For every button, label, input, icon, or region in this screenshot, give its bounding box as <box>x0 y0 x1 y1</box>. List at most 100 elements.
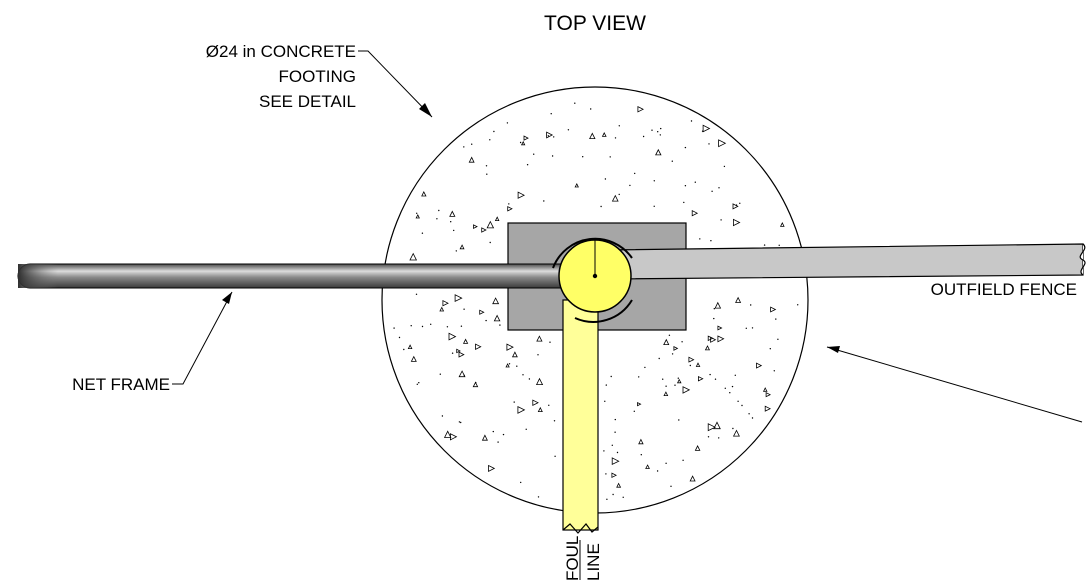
stipple-dot <box>763 244 766 246</box>
stipple-mark <box>468 156 475 163</box>
stipple-dot <box>671 353 674 355</box>
stipple-mark <box>733 218 741 227</box>
stipple-mark <box>486 220 495 229</box>
stipple-dot <box>421 232 424 234</box>
footing-label-line3: SEE DETAIL <box>259 92 356 111</box>
stipple-mark <box>421 191 427 197</box>
stipple-dot <box>485 319 487 322</box>
stipple-mark <box>481 434 488 441</box>
stipple-dot <box>489 139 491 141</box>
stipple-dot <box>553 136 555 138</box>
stipple-dot <box>674 384 676 386</box>
stipple-dot <box>683 201 685 204</box>
stipple-mark <box>732 429 740 437</box>
stipple-dot <box>684 146 687 149</box>
stipple-dot <box>651 129 653 131</box>
stipple-mark <box>448 332 457 341</box>
stipple-dot <box>731 385 734 388</box>
stipple-dot <box>723 165 726 168</box>
stipple-dot <box>797 304 799 306</box>
stipple-dot <box>547 135 549 137</box>
stipple-mark <box>616 482 622 488</box>
stipple-dot <box>670 485 672 487</box>
stipple-mark <box>506 343 514 351</box>
stipple-dot <box>403 348 405 351</box>
stipple-dot <box>665 385 667 387</box>
stipple-dot <box>694 181 696 183</box>
stipple-mark <box>458 351 465 358</box>
stipple-mark <box>520 140 526 146</box>
stipple-dot <box>737 400 739 402</box>
stipple-dot <box>475 381 477 384</box>
stipple-mark <box>449 433 458 441</box>
stipple-mark <box>532 399 539 406</box>
stipple-dot <box>528 378 531 380</box>
stipple-dot <box>612 493 614 496</box>
stipple-dot <box>453 229 455 232</box>
stipple-mark <box>505 363 510 368</box>
net-frame-leader <box>172 291 233 385</box>
stipple-mark <box>718 139 727 148</box>
stipple-mark <box>704 345 711 351</box>
stipple-mark <box>663 391 669 397</box>
stipple-mark <box>710 336 717 343</box>
stipple-dot <box>682 459 684 461</box>
stipple-dot <box>708 143 710 145</box>
stipple-mark <box>535 377 544 386</box>
stipple-dot <box>629 184 631 187</box>
weld-bead <box>552 237 633 323</box>
stipple-dot <box>489 241 491 244</box>
stipple-dot <box>508 203 510 205</box>
stipple-mark <box>707 423 717 432</box>
stipple-mark <box>488 464 496 472</box>
stipple-dot <box>604 400 606 402</box>
stipple-dot <box>709 373 711 376</box>
stipple-dot <box>658 357 660 360</box>
stipple-dot <box>714 378 717 380</box>
stipple-dot <box>660 127 662 130</box>
stipple-mark <box>459 244 465 250</box>
stipple-dot <box>590 108 592 110</box>
stipple-dot <box>618 125 620 127</box>
view-title: TOP VIEW <box>544 12 646 35</box>
footing-leader <box>358 50 433 118</box>
stipple-dot <box>463 146 465 148</box>
stipple-dot <box>777 338 779 340</box>
stipple-dot <box>614 137 617 139</box>
stipple-mark <box>523 135 529 141</box>
stipple-dot <box>554 455 556 457</box>
stipple-dot <box>677 377 679 379</box>
stipple-dot <box>609 156 611 158</box>
stipple-dot <box>455 250 457 252</box>
stipple-dot <box>520 481 522 484</box>
stipple-dot <box>430 323 432 325</box>
stipple-mark <box>732 203 739 210</box>
outfield-fence-label: OUTFIELD FENCE <box>931 280 1077 299</box>
stipple-dot <box>711 190 713 192</box>
stipple-dot <box>773 370 775 372</box>
footing-label-line2: FOOTING <box>279 67 356 86</box>
stipple-mark <box>611 457 620 466</box>
stipple-dot <box>741 404 743 407</box>
stipple-mark <box>494 216 500 222</box>
stipple-mark <box>507 206 513 212</box>
stipple-dot <box>751 417 754 419</box>
stipple-mark <box>637 401 642 407</box>
stipple-mark <box>770 306 777 313</box>
stipple-mark <box>717 325 723 331</box>
stipple-mark <box>517 405 526 414</box>
stipple-dot <box>418 382 420 384</box>
stipple-dot <box>751 327 754 329</box>
line-label: LINE <box>584 543 603 581</box>
stipple-mark <box>517 191 525 199</box>
stipple-dot <box>600 205 602 208</box>
stipple-mark <box>407 344 413 350</box>
stipple-dot <box>769 348 771 350</box>
stipple-dot <box>748 413 750 415</box>
stipple-dot <box>653 180 655 182</box>
stipple-mark <box>462 338 469 344</box>
stipple-dot <box>502 433 505 436</box>
stipple-mark <box>764 405 772 412</box>
stipple-dot <box>775 318 777 320</box>
stipple-dot <box>451 352 454 354</box>
